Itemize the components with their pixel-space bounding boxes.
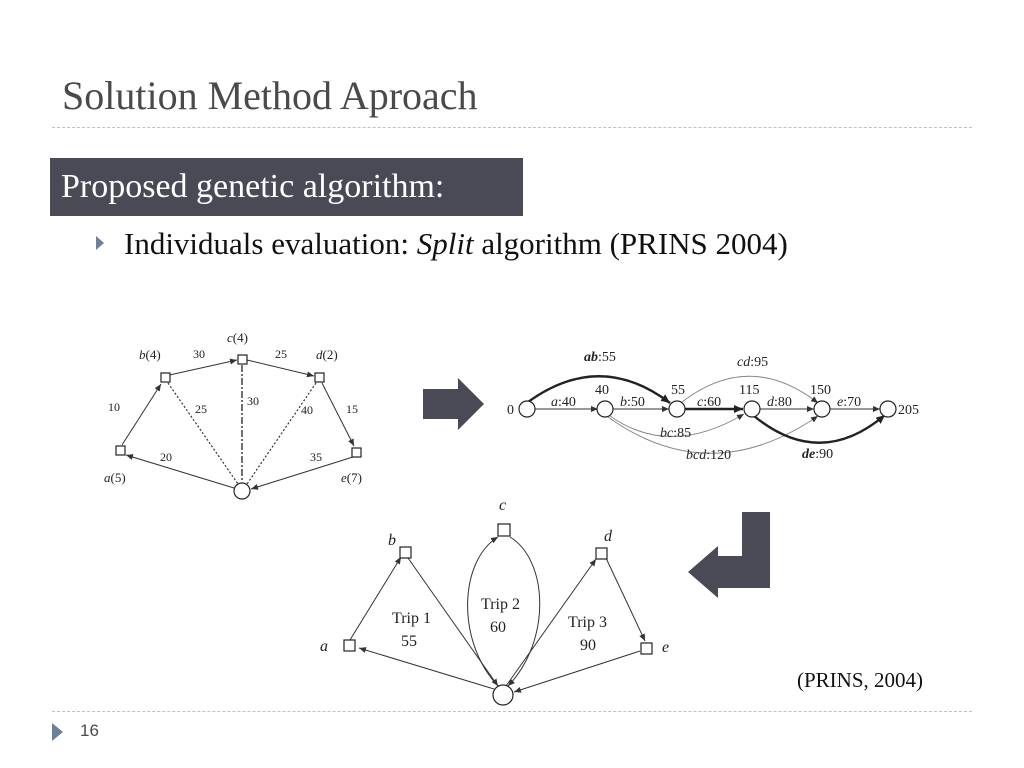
split-node <box>668 400 686 418</box>
page-number: 16 <box>80 721 99 740</box>
trip-depot <box>492 684 514 706</box>
edge-e-depot <box>250 456 354 490</box>
split-node <box>813 400 831 418</box>
trip3-edge-depot-d <box>505 558 597 687</box>
trip-3-cost: 90 <box>580 637 596 654</box>
trip-solution: b c d a e Trip 1 55 Trip 2 60 Trip 3 90 <box>320 497 669 706</box>
edge-a-b <box>121 383 162 446</box>
return-block-arrow-icon <box>688 512 770 598</box>
graph-node-c-label: c(4) <box>227 330 248 345</box>
trip-node-e-label: e <box>662 639 669 656</box>
graph-node-b <box>160 372 171 383</box>
edge-label: 40 <box>301 403 313 417</box>
trip-3-name: Trip 3 <box>568 614 607 631</box>
arc-label-cd: cd:95 <box>737 355 768 370</box>
graph-node-c <box>237 354 248 365</box>
graph-node-d <box>314 372 325 383</box>
bullet-emphasis: Split <box>416 226 474 261</box>
trip-node-a <box>343 639 356 652</box>
section-heading-text: Proposed genetic algorithm: <box>61 168 445 205</box>
trip3-edge-e-depot <box>513 650 641 693</box>
arc-ab <box>527 375 671 404</box>
customer-graph: b(4) c(4) d(2) a(5) e(7) 30 25 10 25 30 … <box>104 330 362 500</box>
slide-title: Solution Method Aproach <box>62 73 478 118</box>
edge-label: 15 <box>346 402 358 416</box>
edge-label: 25 <box>195 402 207 416</box>
arc-label-b: b:50 <box>620 395 645 410</box>
trip-node-d-label: d <box>604 528 613 545</box>
edge-label: 30 <box>193 347 205 361</box>
page-marker-icon <box>52 723 63 741</box>
trip-2-cost: 60 <box>490 619 506 636</box>
edge-c-d <box>246 359 315 378</box>
arc-bcd <box>607 415 819 454</box>
arc-label-ab: ab:55 <box>584 350 616 365</box>
split-node-label: 150 <box>810 383 831 398</box>
edge-d-depot <box>246 382 317 485</box>
trip-1-name: Trip 1 <box>392 610 431 627</box>
section-heading: Proposed genetic algorithm: <box>50 158 523 216</box>
graph-node-b-label: b(4) <box>139 347 161 362</box>
split-node <box>518 400 536 418</box>
arc-label-bc: bc:85 <box>660 426 691 441</box>
edge-label: 30 <box>247 394 259 408</box>
edge-label: 10 <box>108 400 120 414</box>
split-node-label: 115 <box>739 383 759 398</box>
arc-de <box>753 414 886 444</box>
graph-node-e-label: e(7) <box>341 470 362 485</box>
trip-2-name: Trip 2 <box>481 596 520 613</box>
graph-node-a <box>115 445 126 456</box>
arc-label-a: a:40 <box>551 395 576 410</box>
split-node-label: 55 <box>671 383 685 398</box>
split-auxiliary-graph: 0 40 55 115 150 205 a:40 b:50 c:60 d:80 … <box>507 350 919 463</box>
bullet-text: Individuals evaluation: Split algorithm … <box>124 226 788 262</box>
split-node-label: 0 <box>507 403 514 418</box>
arc-label-c: c:60 <box>697 395 721 410</box>
split-node <box>743 400 761 418</box>
edge-d-e <box>321 382 355 447</box>
trip-node-a-label: a <box>320 638 328 655</box>
edge-b-c <box>164 358 238 377</box>
trip3-edge-d-e <box>605 557 646 642</box>
bullet-arrow-icon <box>96 236 104 250</box>
bullet-suffix: algorithm (PRINS 2004) <box>473 226 788 261</box>
edge-label: 35 <box>310 450 322 464</box>
trip-node-d <box>595 547 608 560</box>
arc-label-bcd: bcd:120 <box>686 448 731 463</box>
bullet-prefix: Individuals evaluation: <box>124 226 417 261</box>
edge-b-depot <box>167 382 239 485</box>
trip1-edge-depot-a <box>358 647 495 690</box>
trip2-edge-c-depot <box>507 536 541 687</box>
arc-bc <box>609 413 745 437</box>
arc-cd <box>681 375 819 404</box>
trip-node-c <box>497 523 511 537</box>
trip1-edge-a-b <box>349 556 402 641</box>
right-block-arrow-icon <box>423 378 484 430</box>
citation: (PRINS, 2004) <box>797 668 924 692</box>
graph-node-a-label: a(5) <box>104 470 126 485</box>
graph-node-depot <box>233 482 251 500</box>
trip-1-cost: 55 <box>401 633 417 650</box>
split-node-label: 40 <box>595 383 609 398</box>
arc-label-de: de:90 <box>802 447 833 462</box>
arc-label-d: d:80 <box>767 395 792 410</box>
footer-divider <box>52 711 972 712</box>
trip2-edge-depot-c <box>467 536 499 687</box>
trip-node-e <box>640 642 653 655</box>
split-node-label: 205 <box>898 403 919 418</box>
edge-label: 25 <box>275 347 287 361</box>
arc-label-e: e:70 <box>837 395 861 410</box>
split-node <box>596 400 614 418</box>
graph-node-d-label: d(2) <box>316 347 338 362</box>
split-node <box>879 400 897 418</box>
title-divider <box>52 127 972 128</box>
edge-depot-a <box>125 454 235 489</box>
graph-node-e <box>351 447 362 458</box>
trip-node-b <box>399 546 412 559</box>
edge-label: 20 <box>160 450 172 464</box>
trip-node-c-label: c <box>499 497 506 514</box>
trip-node-b-label: b <box>388 532 396 549</box>
